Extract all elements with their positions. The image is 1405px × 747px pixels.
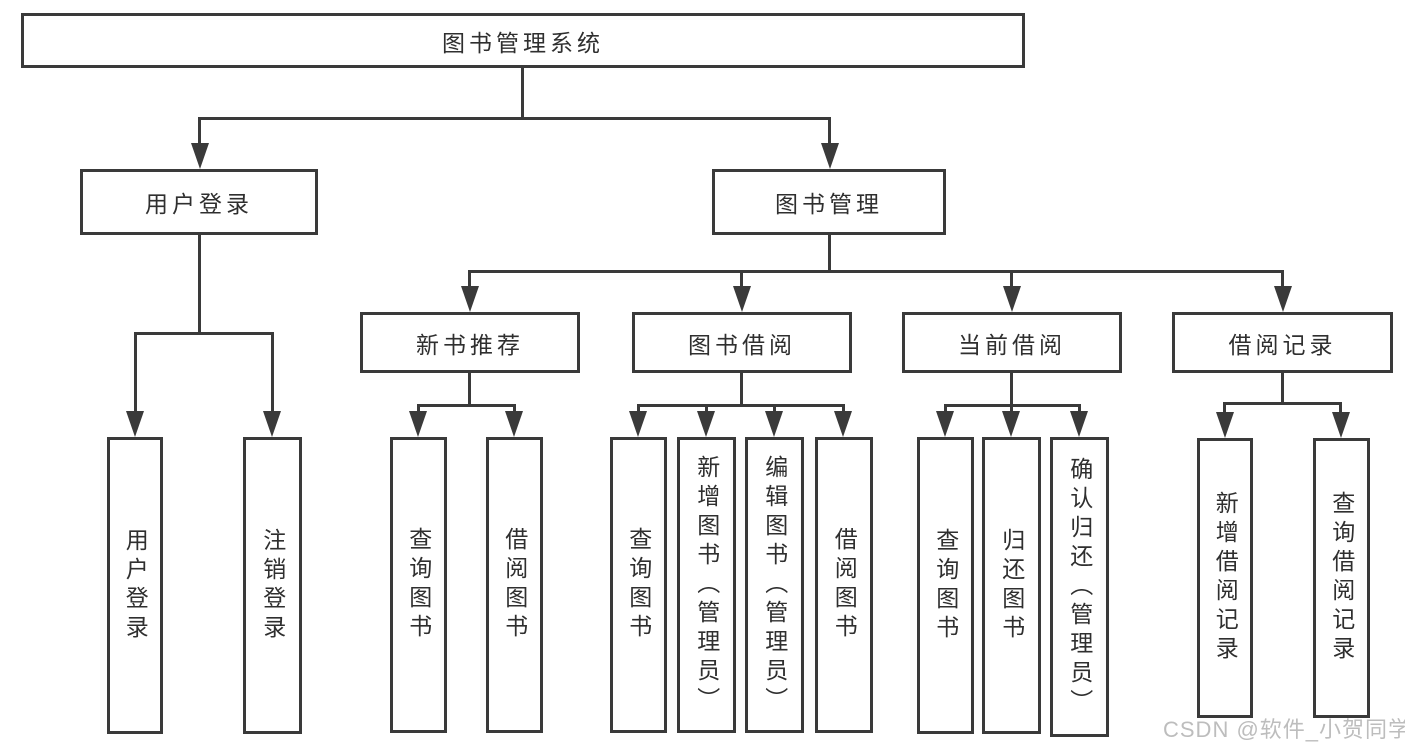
connector-line	[944, 404, 947, 414]
leaf-query-books-current: 查询图书	[917, 437, 974, 734]
leaf-query-books-recommend: 查询图书	[390, 437, 447, 733]
arrowhead-down-icon	[1070, 411, 1088, 437]
arrowhead-down-icon	[834, 411, 852, 437]
node-label: 查询图书	[405, 527, 432, 643]
connector-line	[773, 404, 776, 414]
connector-line	[271, 332, 274, 413]
node-label: 图书管理	[775, 191, 883, 217]
arrowhead-down-icon	[629, 411, 647, 437]
node-label: 图书管理系统	[442, 29, 604, 56]
connector-line	[513, 404, 516, 414]
node-label: 新增图书（管理员）	[693, 454, 720, 716]
arrowhead-down-icon	[1332, 412, 1350, 438]
arrowhead-down-icon	[409, 411, 427, 437]
arrowhead-down-icon	[821, 143, 839, 169]
node-label: 查询图书	[932, 527, 959, 644]
connector-line	[828, 117, 831, 145]
node-new-book-recommend: 新书推荐	[360, 312, 580, 373]
connector-line	[740, 373, 743, 407]
node-user-login: 用户登录	[80, 169, 318, 235]
connector-line	[637, 404, 845, 407]
leaf-edit-book-admin: 编辑图书（管理员）	[745, 437, 804, 733]
connector-line	[740, 270, 743, 288]
connector-line	[198, 117, 201, 145]
csdn-watermark: CSDN @软件_小贺同学	[1163, 717, 1405, 742]
node-label: 新书推荐	[416, 331, 524, 358]
node-label: 图书借阅	[688, 331, 796, 358]
node-label: 借阅图书	[501, 527, 528, 643]
connector-line	[1281, 373, 1284, 405]
leaf-query-borrow-record: 查询借阅记录	[1313, 438, 1370, 718]
arrowhead-down-icon	[505, 411, 523, 437]
connector-line	[198, 117, 831, 120]
node-current-borrowing: 当前借阅	[902, 312, 1122, 373]
node-label: 新增借阅记录	[1212, 491, 1239, 665]
arrowhead-down-icon	[733, 286, 751, 312]
arrowhead-down-icon	[191, 143, 209, 169]
arrowhead-down-icon	[1274, 286, 1292, 312]
node-label: 当前借阅	[958, 331, 1066, 358]
connector-line	[134, 332, 137, 413]
arrowhead-down-icon	[263, 411, 281, 437]
node-label: 查询借阅记录	[1328, 491, 1355, 665]
connector-line	[1010, 270, 1013, 288]
arrowhead-down-icon	[936, 411, 954, 437]
leaf-query-books-borrow: 查询图书	[610, 437, 667, 733]
connector-line	[1010, 404, 1013, 414]
connector-line	[521, 68, 524, 120]
node-label: 确认归还（管理员）	[1066, 456, 1093, 718]
connector-line	[468, 270, 471, 288]
connector-line	[842, 404, 845, 414]
node-library-system: 图书管理系统	[21, 13, 1025, 68]
node-label: 归还图书	[998, 527, 1025, 644]
connector-line	[417, 404, 516, 407]
node-label: 查询图书	[625, 527, 652, 643]
connector-line	[1281, 270, 1284, 288]
arrowhead-down-icon	[765, 411, 783, 437]
node-label: 借阅图书	[831, 527, 858, 643]
connector-line	[1223, 402, 1342, 405]
leaf-confirm-return-admin: 确认归还（管理员）	[1050, 437, 1109, 737]
connector-line	[1339, 402, 1342, 414]
connector-line	[944, 404, 1081, 407]
connector-line	[198, 235, 201, 335]
connector-line	[1078, 404, 1081, 414]
connector-line	[828, 235, 831, 273]
connector-line	[705, 404, 708, 414]
node-label: 用户登录	[122, 527, 149, 644]
connector-line	[417, 404, 420, 414]
leaf-logout: 注销登录	[243, 437, 302, 734]
connector-line	[1010, 373, 1013, 407]
leaf-add-borrow-record: 新增借阅记录	[1197, 438, 1253, 718]
node-book-borrowing: 图书借阅	[632, 312, 852, 373]
connector-line	[637, 404, 640, 414]
node-label: 注销登录	[259, 527, 286, 644]
connector-line	[1223, 402, 1226, 414]
arrowhead-down-icon	[1003, 286, 1021, 312]
connector-line	[468, 373, 471, 407]
connector-line	[468, 270, 1284, 273]
arrowhead-down-icon	[1002, 411, 1020, 437]
arrowhead-down-icon	[1216, 412, 1234, 438]
leaf-return-books: 归还图书	[982, 437, 1041, 734]
node-book-management: 图书管理	[712, 169, 946, 235]
node-label: 编辑图书（管理员）	[761, 454, 788, 716]
arrowhead-down-icon	[126, 411, 144, 437]
leaf-user-login: 用户登录	[107, 437, 163, 734]
leaf-borrow-books-recommend: 借阅图书	[486, 437, 543, 733]
leaf-borrow-books: 借阅图书	[815, 437, 873, 733]
leaf-add-book-admin: 新增图书（管理员）	[677, 437, 736, 733]
arrowhead-down-icon	[461, 286, 479, 312]
node-label: 借阅记录	[1228, 331, 1337, 358]
node-borrowing-records: 借阅记录	[1172, 312, 1393, 373]
arrowhead-down-icon	[697, 411, 715, 437]
node-label: 用户登录	[145, 191, 253, 217]
connector-line	[134, 332, 274, 335]
